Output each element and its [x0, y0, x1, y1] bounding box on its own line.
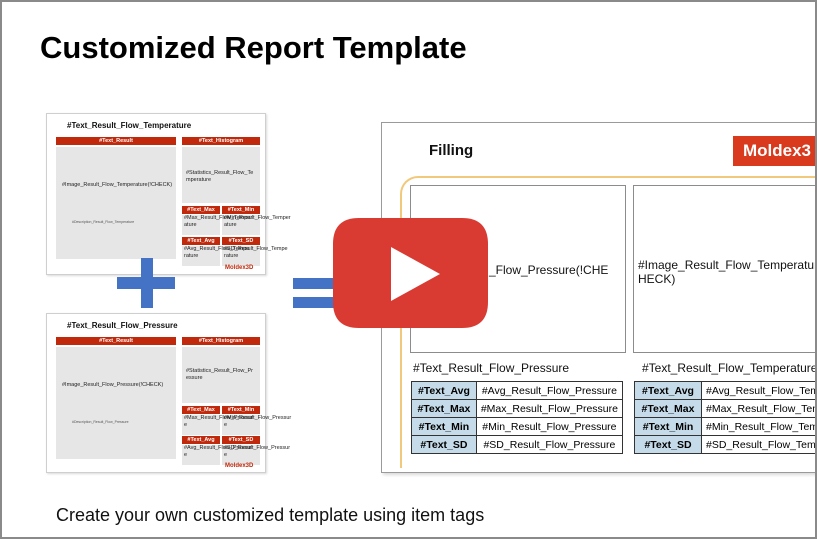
result-image-area — [56, 347, 176, 459]
stat-key: #Text_Max — [634, 399, 702, 418]
sd-header: #Text_SD — [222, 237, 260, 245]
stat-key: #Text_SD — [411, 435, 477, 454]
table-row: #Text_Max#Max_Result_Flow_Pressure — [411, 399, 624, 418]
template-title: #Text_Result_Flow_Temperature — [67, 121, 192, 130]
table-row: #Text_Min#Min_Result_Flow_Pressure — [411, 417, 624, 436]
template-logo: Moldex3D — [225, 463, 254, 469]
stat-value: #Avg_Result_Flow_Pressure — [475, 381, 624, 400]
template-slide-pressure: #Text_Result_Flow_Pressure #Text_Result … — [46, 313, 292, 473]
stat-value: #Avg_Result_Flow_Temper — [701, 381, 815, 400]
table-row: #Text_SD#SD_Result_Flow_Pressure — [411, 435, 624, 454]
avg-header: #Text_Avg — [182, 436, 220, 444]
max-header: #Text_Max — [182, 206, 220, 214]
min-value: #Min_Result_Flow_Pressur e — [224, 415, 292, 428]
min-header: #Text_Min — [222, 406, 260, 414]
section-title: Filling — [429, 142, 474, 159]
slide-caption: Create your own customized template usin… — [56, 505, 485, 525]
template-title: #Text_Result_Flow_Pressure — [67, 321, 178, 330]
avg-cell — [182, 246, 220, 266]
output-report-slide: Filling Moldex3 _Flow_Pressure(!CHE #Ima… — [381, 122, 817, 473]
plus-icon-bar — [117, 277, 175, 289]
description-tag: #Description_Result_Flow_Pressure — [72, 420, 129, 424]
moldex3d-logo: Moldex3 — [733, 136, 815, 166]
stat-value: #Min_Result_Flow_Temper — [701, 417, 815, 436]
temperature-image-tag: #Image_Result_Flow_Temperature(!CHECK) — [638, 258, 815, 286]
pressure-section-title: #Text_Result_Flow_Pressure — [413, 361, 570, 375]
stat-value: #Max_Result_Flow_Pressure — [475, 399, 624, 418]
stat-key: #Text_Avg — [411, 381, 477, 400]
max-value: #Max_Result_Flow_Temper ature — [184, 215, 253, 228]
statistics-tag: #Statistics_Result_Flow_Pr essure — [186, 368, 253, 381]
stat-key: #Text_Min — [411, 417, 477, 436]
max-cell — [182, 215, 220, 235]
result-header: #Text_Result — [56, 337, 176, 345]
statistics-tag: #Statistics_Result_Flow_Te mperature — [186, 170, 254, 183]
sd-cell — [222, 246, 260, 266]
sd-header: #Text_SD — [222, 436, 260, 444]
stat-key: #Text_Avg — [634, 381, 702, 400]
equals-icon — [293, 278, 338, 289]
stat-key: #Text_SD — [634, 435, 702, 454]
image-tag: #Image_Result_Flow_Pressure(!CHECK) — [62, 382, 164, 388]
sd-value: #SD_Result_Flow_Pressur e — [224, 445, 291, 458]
avg-value: #Avg_Result_Flow_Pressur e — [184, 445, 252, 458]
stat-key: #Text_Max — [411, 399, 477, 418]
histogram-area — [182, 147, 260, 203]
min-value: #Min_Result_Flow_Temper ature — [224, 215, 291, 228]
table-row: #Text_Max#Max_Result_Flow_Temper — [634, 399, 815, 418]
slide-title: Customized Report Template — [40, 30, 467, 65]
avg-value: #Avg_Result_Flow_Tempe rature — [184, 246, 250, 259]
pressure-image-tag: _Flow_Pressure(!CHE — [489, 263, 609, 277]
pressure-stats-table: #Text_Avg#Avg_Result_Flow_Pressure #Text… — [411, 381, 624, 454]
table-row: #Text_Avg#Avg_Result_Flow_Temper — [634, 381, 815, 400]
stat-key: #Text_Min — [634, 417, 702, 436]
temperature-section-title: #Text_Result_Flow_Temperature — [642, 361, 817, 375]
avg-header: #Text_Avg — [182, 237, 220, 245]
stat-value: #SD_Result_Flow_Pressure — [475, 435, 624, 454]
result-header: #Text_Result — [56, 137, 176, 145]
equals-icon-bar — [293, 297, 338, 308]
histogram-header: #Text_Histogram — [182, 337, 260, 345]
image-tag: #Image_Result_Flow_Temperature(!CHECK) — [62, 182, 173, 188]
description-tag: #Description_Result_Flow_Temperature — [72, 220, 135, 224]
stat-value: #Min_Result_Flow_Pressure — [475, 417, 624, 436]
avg-cell — [182, 445, 220, 465]
histogram-header: #Text_Histogram — [182, 137, 260, 145]
template-logo: Moldex3D — [225, 265, 254, 271]
min-cell — [222, 215, 260, 235]
play-triangle-icon[interactable] — [391, 247, 440, 301]
table-row: #Text_Avg#Avg_Result_Flow_Pressure — [411, 381, 624, 400]
template-slide-temperature: #Text_Result_Flow_Temperature #Text_Resu… — [46, 113, 291, 275]
table-row: #Text_Min#Min_Result_Flow_Temper — [634, 417, 815, 436]
min-cell — [222, 415, 260, 435]
stat-value: #Max_Result_Flow_Temper — [701, 399, 815, 418]
max-header: #Text_Max — [182, 406, 220, 414]
sd-value: #SD_Result_Flow_Tempe rature — [224, 246, 288, 259]
temperature-stats-table: #Text_Avg#Avg_Result_Flow_Temper #Text_M… — [634, 381, 815, 454]
stat-value: #SD_Result_Flow_Tempera — [701, 435, 815, 454]
max-cell — [182, 415, 220, 435]
max-value: #Max_Result_Flow_Pressur e — [184, 415, 253, 428]
result-image-area — [56, 147, 176, 259]
min-header: #Text_Min — [222, 206, 260, 214]
sd-cell — [222, 445, 260, 465]
temperature-image-placeholder: #Image_Result_Flow_Temperature(!CHECK) — [633, 185, 815, 353]
histogram-area — [182, 347, 260, 403]
table-row: #Text_SD#SD_Result_Flow_Tempera — [634, 435, 815, 454]
youtube-play-icon[interactable] — [329, 214, 492, 332]
